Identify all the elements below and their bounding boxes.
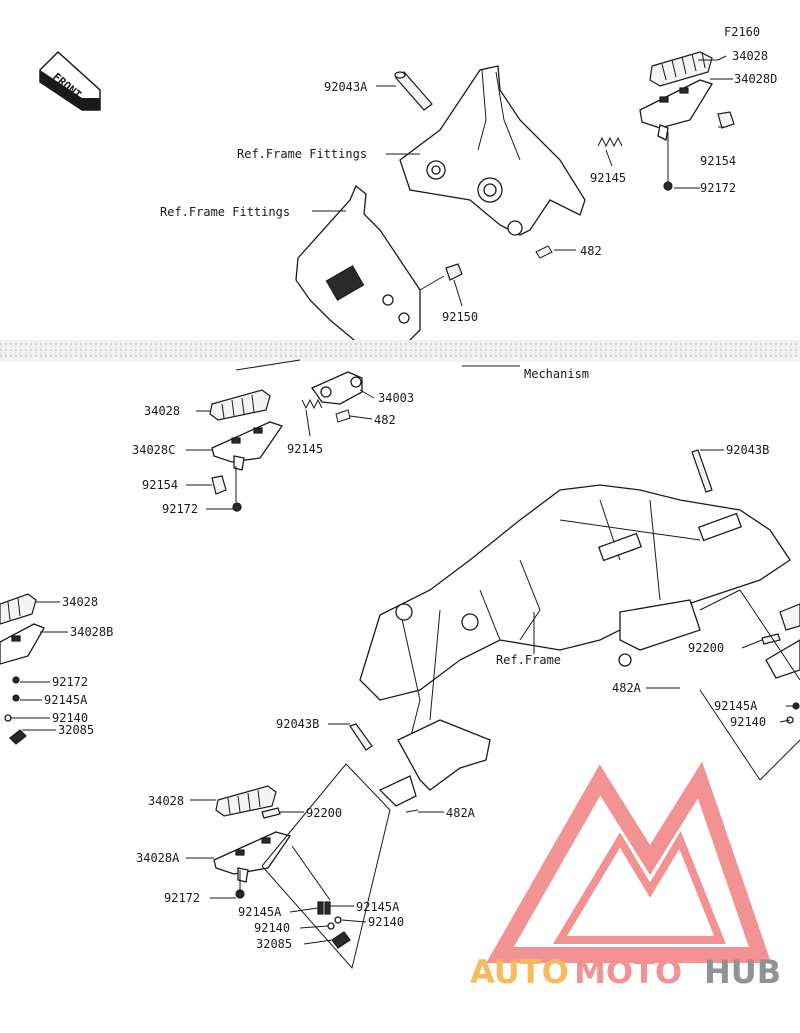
bolt-92172-top <box>663 181 673 191</box>
bolt-92150 <box>419 263 463 291</box>
label-92140-left: 92140 <box>52 711 88 725</box>
stopper-32085-bottom <box>331 931 351 949</box>
clip-482A-bottom <box>405 809 419 813</box>
label-92145A-right: 92145A <box>714 699 758 713</box>
logo-text-auto: AUTO <box>470 953 569 991</box>
label-mechanism: Mechanism <box>524 367 589 381</box>
label-92043B-bottom: 92043B <box>276 717 319 731</box>
main-frame <box>359 484 791 741</box>
label-92200-bottom: 92200 <box>306 806 342 820</box>
label-92172-top-right: 92172 <box>700 181 736 195</box>
footpeg-34028-mid-left <box>209 389 284 471</box>
callout-labels: 34028 34028D 92154 92172 92043A Ref.Fram… <box>44 49 777 951</box>
label-92043A: 92043A <box>324 80 368 94</box>
label-92145-top: 92145 <box>590 171 626 185</box>
logo-text-moto: MOTO <box>574 953 682 991</box>
spring-92145-mid <box>301 398 323 410</box>
label-34028-bottom: 34028 <box>148 794 184 808</box>
label-482-top: 482 <box>580 244 602 258</box>
spring-92145-top <box>597 136 623 148</box>
label-92140-bottom-1: 92140 <box>254 921 290 935</box>
label-482A-bottom: 482A <box>446 806 476 820</box>
bolt-92154-top <box>717 111 735 129</box>
label-34028B: 34028B <box>70 625 113 639</box>
label-34028-mid-left: 34028 <box>144 404 180 418</box>
logo-mark-icon <box>486 761 772 963</box>
bolt-92172-bottom <box>235 889 245 899</box>
pin-92043B-right <box>691 449 713 493</box>
logo-text-hub: HUB <box>704 953 781 991</box>
linkage-34003 <box>311 371 363 405</box>
label-32085-left: 32085 <box>58 723 94 737</box>
footpeg-34028-left <box>0 593 45 745</box>
clip-482-mid <box>335 409 351 423</box>
balls-92140-bottom <box>327 916 342 930</box>
label-ref-frame: Ref.Frame <box>496 653 561 667</box>
bolt-92154-mid <box>211 475 227 495</box>
label-482-mid: 482 <box>374 413 396 427</box>
clip-482-top <box>535 245 553 259</box>
washer-92200-right <box>761 633 781 645</box>
bracket-lower <box>378 719 491 807</box>
washer-92200-bottom <box>261 807 281 819</box>
footpeg-right <box>765 603 800 724</box>
label-34028-top-right: 34028 <box>732 49 768 63</box>
label-34028C: 34028C <box>132 443 175 457</box>
label-92150: 92150 <box>442 310 478 324</box>
label-92145A-bottom-2: 92145A <box>356 900 400 914</box>
label-92172-mid-left: 92172 <box>162 502 198 516</box>
leader-lines <box>10 55 800 970</box>
label-92043B-right: 92043B <box>726 443 769 457</box>
springs-92145A-bottom <box>317 901 331 915</box>
label-92172-bottom: 92172 <box>164 891 200 905</box>
label-92145A-bottom-1: 92145A <box>238 905 282 919</box>
bolt-92172-mid <box>232 502 242 512</box>
pin-92043A <box>394 71 433 111</box>
bracket-upper <box>399 65 586 236</box>
footpeg-34028-top-right <box>639 51 713 141</box>
label-92140-bottom-2: 92140 <box>368 915 404 929</box>
label-34028A: 34028A <box>136 851 180 865</box>
label-ref-frame-fittings-2: Ref.Frame Fittings <box>160 205 290 219</box>
label-34003: 34003 <box>378 391 414 405</box>
label-92140-right: 92140 <box>730 715 766 729</box>
label-92145A-left: 92145A <box>44 693 88 707</box>
automotohub-logo: AUTO MOTO HUB <box>470 761 781 991</box>
label-92154-top-right: 92154 <box>700 154 736 168</box>
label-34028-left: 34028 <box>62 595 98 609</box>
scan-noise-band <box>0 340 800 362</box>
footpeg-34028-bottom <box>213 785 292 883</box>
label-92145-mid: 92145 <box>287 442 323 456</box>
label-92172-left: 92172 <box>52 675 88 689</box>
label-92200-right: 92200 <box>688 641 724 655</box>
front-arrow-icon: FRONT <box>39 50 101 111</box>
label-34028D: 34028D <box>734 72 777 86</box>
label-92154-mid-left: 92154 <box>142 478 178 492</box>
figure-code: F2160 <box>724 25 760 39</box>
bracket-frame-fittings <box>295 184 421 346</box>
label-32085-bottom: 32085 <box>256 937 292 951</box>
label-ref-frame-fittings-1: Ref.Frame Fittings <box>237 147 367 161</box>
label-482A-right: 482A <box>612 681 642 695</box>
pin-92043B-bottom <box>349 723 373 751</box>
